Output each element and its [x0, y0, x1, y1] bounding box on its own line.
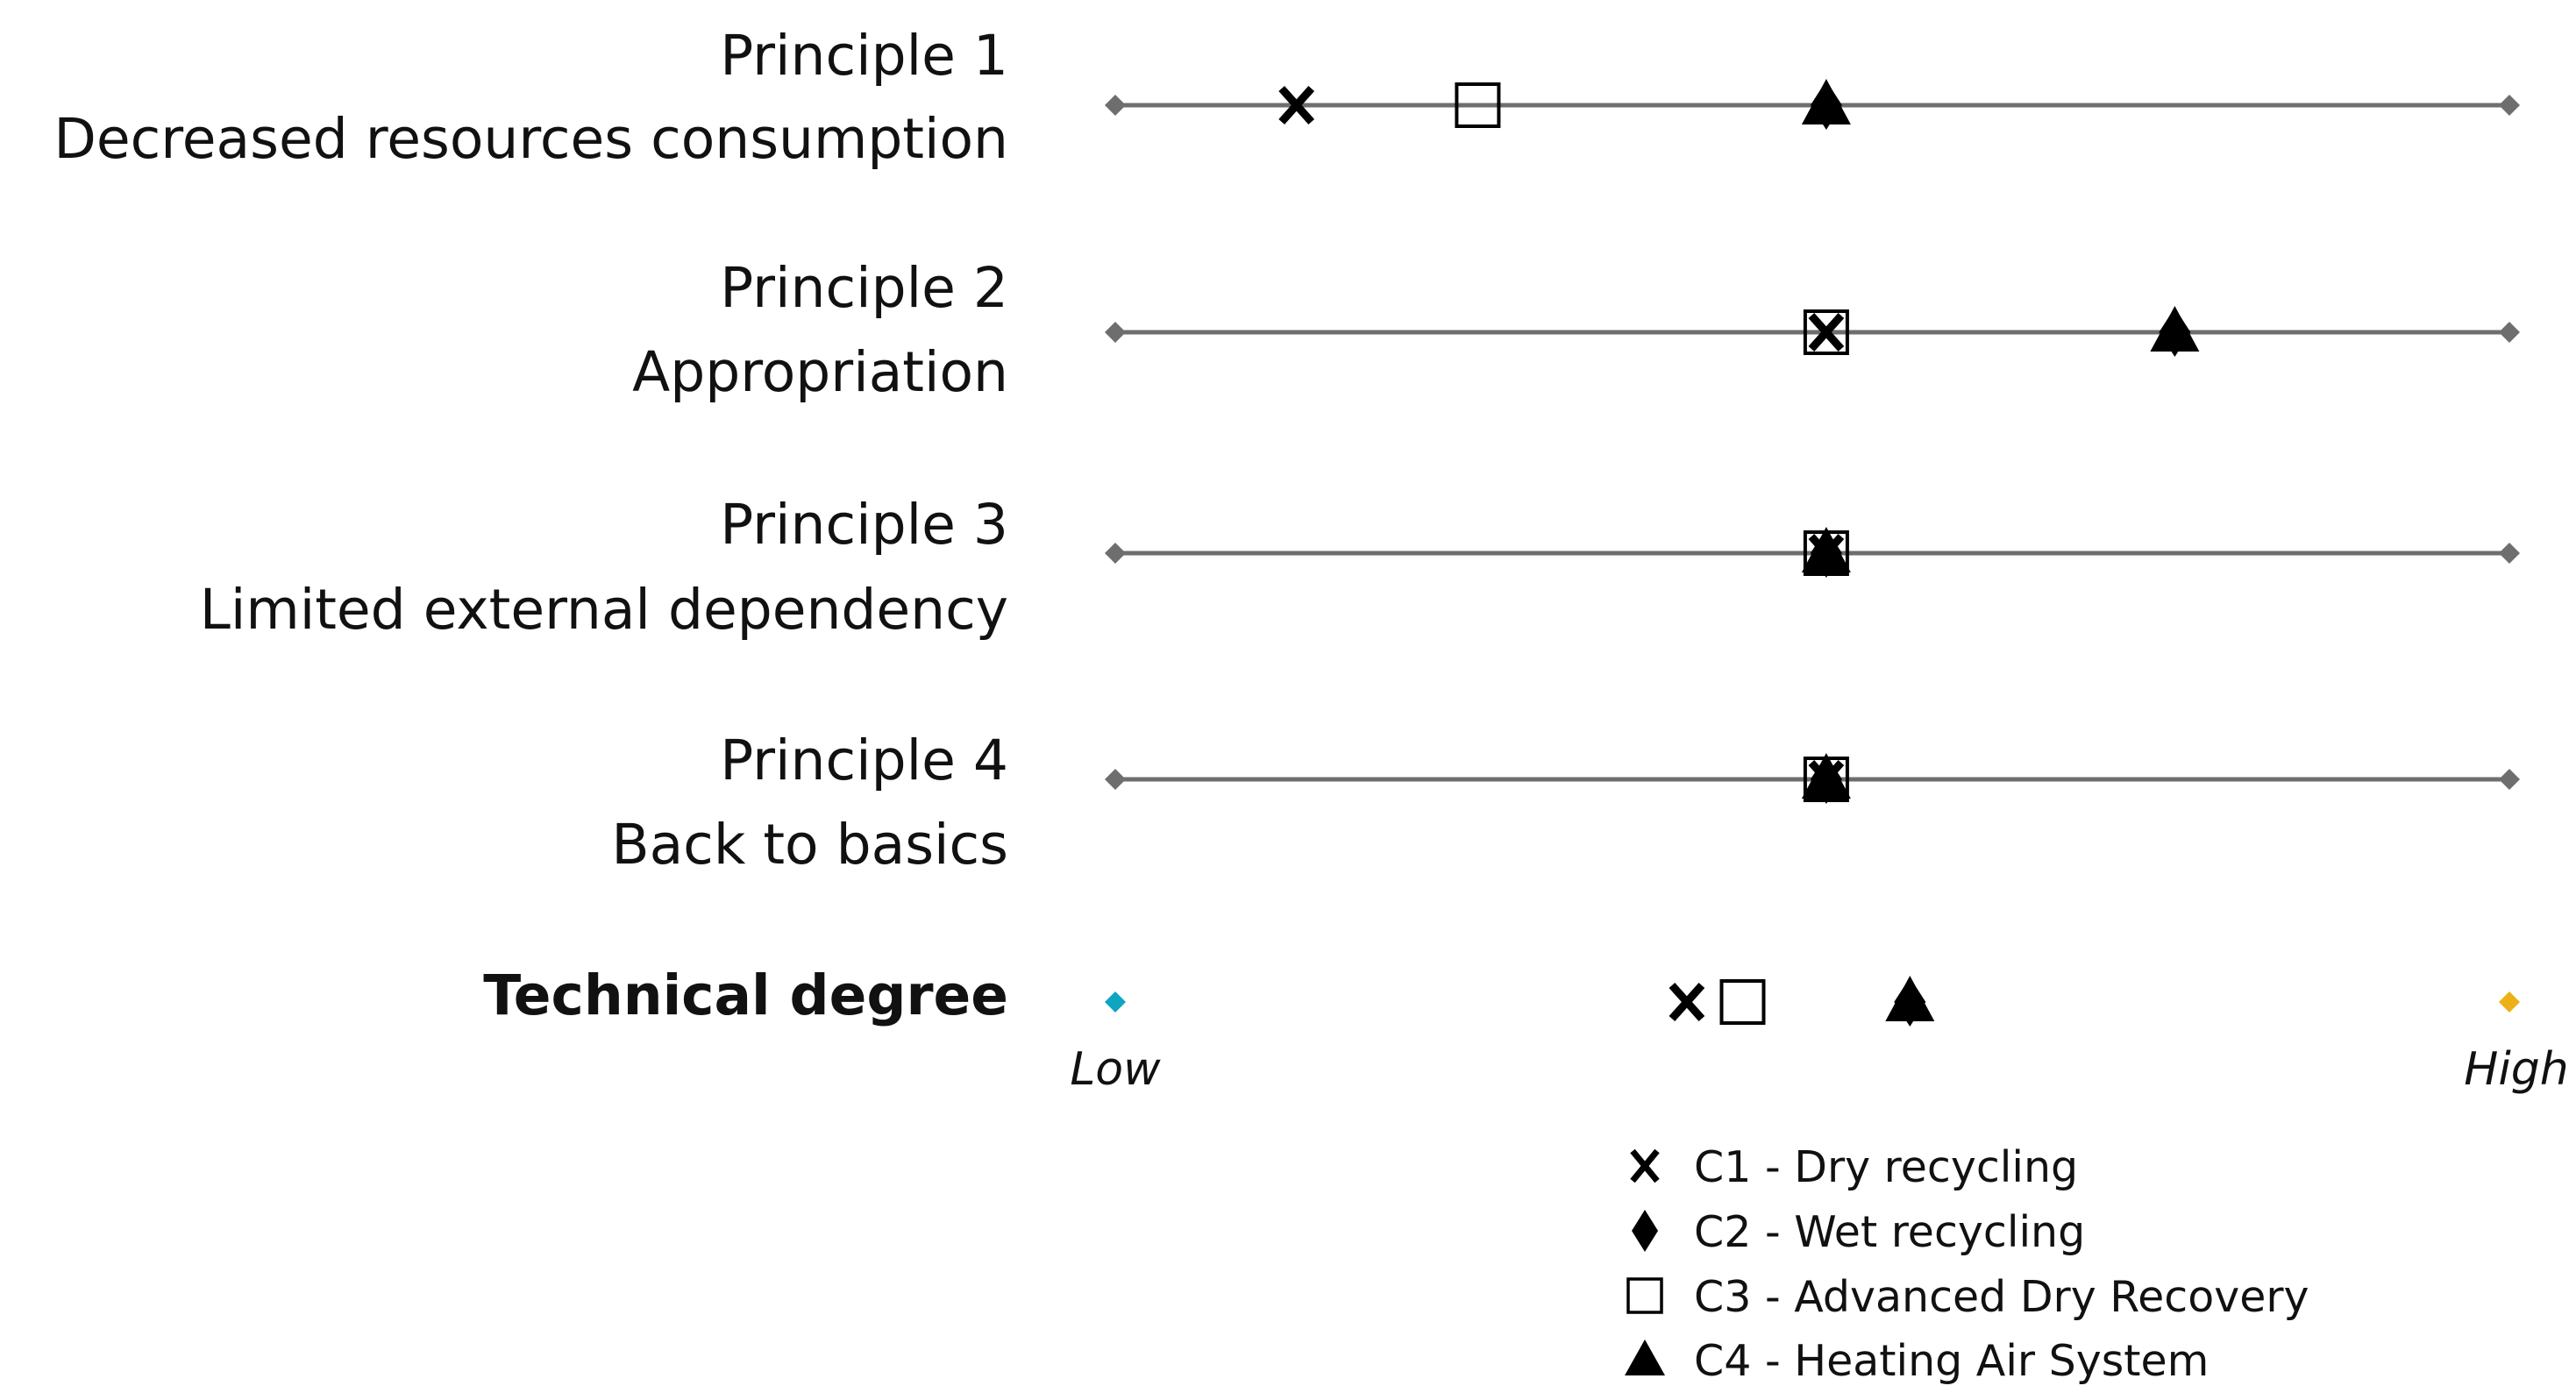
- marker-tech-c4: [1885, 976, 1935, 1021]
- row-title-1: Principle 1: [720, 24, 1008, 88]
- marker-p2-c1-stroke-b: [1808, 312, 1845, 352]
- axis-low-label: Low: [1070, 1043, 1161, 1096]
- data-markers: [1278, 79, 2200, 1027]
- marker-p2-c3: [1803, 309, 1849, 355]
- legend-symbol-c1: [1630, 1148, 1660, 1183]
- row-subtitle-4: Back to basics: [611, 813, 1008, 877]
- marker-p1-c1: [1278, 85, 1315, 125]
- row-title-4: Principle 4: [720, 728, 1008, 792]
- legend-symbols: [1625, 1148, 1665, 1375]
- marker-p1-c1-stroke-b: [1278, 85, 1315, 125]
- row-subtitle-1: Decreased resources consumption: [53, 107, 1008, 171]
- marker-p2-c1: [1808, 312, 1845, 352]
- row-title-2: Principle 2: [720, 256, 1008, 320]
- marker-tech-c3: [1719, 979, 1766, 1025]
- marker-p1-c3: [1455, 82, 1501, 128]
- line-end-diamond-4: [2499, 769, 2520, 790]
- tech-end-diamond: [2499, 991, 2520, 1013]
- line-end-diamond-2: [2499, 322, 2520, 343]
- line-end-diamond-3: [2499, 543, 2520, 564]
- legend-symbol-c1-b: [1630, 1148, 1660, 1183]
- line-start-diamond-3: [1105, 543, 1126, 564]
- tech-start-diamond: [1105, 991, 1126, 1013]
- marker-p2-c4: [2150, 306, 2200, 352]
- technical-degree-title: Technical degree: [483, 963, 1008, 1027]
- marker-p3-c4: [1801, 527, 1851, 572]
- line-start-diamond-4: [1105, 769, 1126, 790]
- legend-label-c2: C2 - Wet recycling: [1694, 1207, 2085, 1257]
- marker-p4-c4: [1801, 753, 1851, 799]
- line-end-diamond-1: [2499, 95, 2520, 116]
- row-subtitle-3: Limited external dependency: [200, 578, 1008, 642]
- marker-p1-c4: [1801, 79, 1851, 124]
- legend-label-c3: C3 - Advanced Dry Recovery: [1694, 1272, 2309, 1322]
- legend-symbol-c2: [1632, 1210, 1658, 1252]
- line-start-diamond-1: [1105, 95, 1126, 116]
- legend-symbol-c3: [1626, 1277, 1663, 1314]
- row-subtitle-2: Appropriation: [632, 340, 1008, 404]
- legend-symbol-c4: [1625, 1340, 1665, 1375]
- legend: C1 - Dry recycling C2 - Wet recycling C3…: [1625, 1142, 2309, 1386]
- marker-tech-c1: [1669, 982, 1705, 1022]
- legend-label-c1: C1 - Dry recycling: [1694, 1142, 2078, 1192]
- row-title-3: Principle 3: [720, 493, 1008, 557]
- line-start-diamond-2: [1105, 322, 1126, 343]
- axis-high-label: High: [2464, 1043, 2569, 1096]
- legend-label-c4: C4 - Heating Air System: [1694, 1336, 2209, 1386]
- marker-tech-c1-stroke-b: [1669, 982, 1705, 1022]
